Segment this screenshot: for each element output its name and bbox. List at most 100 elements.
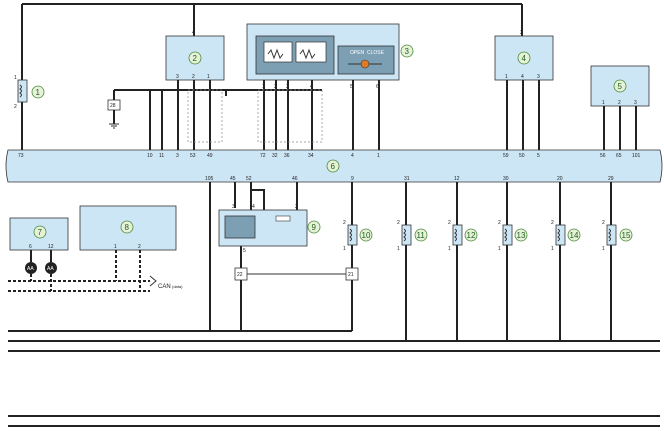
callout-9: 9 bbox=[307, 220, 321, 234]
sensor-pin: 2 bbox=[498, 220, 501, 226]
sensor-pin: 2 bbox=[551, 220, 554, 226]
bus-pin: 3 bbox=[176, 153, 179, 159]
bus-pin: 73 bbox=[18, 153, 24, 159]
sensor-pin: 1 bbox=[343, 246, 346, 252]
sensor-11: 2 1 bbox=[397, 220, 412, 252]
sensor-14: 2 1 bbox=[551, 220, 566, 252]
aa-connector-icon bbox=[25, 262, 37, 274]
module9-pin: 2 bbox=[295, 204, 298, 210]
module3-pins: 1 2 3 4 5 6 bbox=[262, 84, 379, 90]
bus-pin: 31 bbox=[404, 176, 410, 182]
sensor-13: 2 1 bbox=[498, 220, 513, 252]
module9-pin: 3 bbox=[232, 204, 235, 210]
sensor-pin: 1 bbox=[397, 246, 400, 252]
bus-pin: 56 bbox=[600, 153, 606, 159]
sensor-10: 2 1 bbox=[343, 220, 358, 252]
sensor-pin: 2 bbox=[448, 220, 451, 226]
callout-8: 8 bbox=[120, 220, 134, 234]
module4-pin: 3 bbox=[537, 74, 540, 80]
bus-pin: 11 bbox=[159, 153, 164, 159]
module7-pin: 6 bbox=[29, 244, 32, 250]
bus-pin: 10 bbox=[147, 153, 153, 159]
module4-pin: 4 bbox=[521, 74, 524, 80]
sensor-pin: 2 bbox=[397, 220, 400, 226]
svg-text:13: 13 bbox=[517, 231, 526, 240]
bus-pin: 49 bbox=[207, 153, 213, 159]
svg-text:6: 6 bbox=[331, 162, 336, 171]
svg-text:12: 12 bbox=[467, 231, 476, 240]
module8-pin: 2 bbox=[138, 244, 141, 250]
bus-pin: 20 bbox=[557, 176, 563, 182]
callout-6: 6 bbox=[326, 159, 340, 173]
bus-pin: 32 bbox=[272, 153, 278, 159]
callout-10: 10 bbox=[359, 228, 373, 242]
connector-21-label: 21 bbox=[348, 272, 354, 278]
sensor-pin: 2 bbox=[602, 220, 605, 226]
module-9: 3 4 2 5 bbox=[218, 204, 308, 254]
module3-pin: 2 bbox=[274, 84, 277, 90]
module3-pin: 6 bbox=[376, 84, 379, 90]
module8-pin: 1 bbox=[114, 244, 117, 250]
svg-text:3: 3 bbox=[405, 47, 410, 56]
can-bus-lines: CAN (data) bbox=[8, 275, 183, 292]
bus-pin: 30 bbox=[503, 176, 509, 182]
bus-pin: 34 bbox=[308, 153, 314, 159]
callout-3: 3 bbox=[400, 44, 414, 58]
svg-text:5: 5 bbox=[618, 82, 623, 91]
module5-pin: 2 bbox=[618, 100, 621, 106]
svg-text:4: 4 bbox=[522, 54, 527, 63]
connector-21: 21 bbox=[345, 267, 359, 281]
fuse-pin-top: 1 bbox=[14, 75, 17, 81]
aa-label: AA bbox=[47, 266, 54, 272]
svg-text:15: 15 bbox=[622, 231, 631, 240]
bus-pin: 29 bbox=[608, 176, 614, 182]
svg-text:10: 10 bbox=[362, 231, 371, 240]
bus-pin: 59 bbox=[503, 153, 509, 159]
callout-12: 12 bbox=[464, 228, 478, 242]
module3-pin: 1 bbox=[262, 84, 265, 90]
bus-pin: 50 bbox=[519, 153, 525, 159]
upper-wires bbox=[113, 80, 637, 150]
callout-7: 7 bbox=[33, 225, 47, 239]
module5-pin: 1 bbox=[602, 100, 605, 106]
svg-text:7: 7 bbox=[38, 228, 43, 237]
module2-pin: 3 bbox=[176, 74, 179, 80]
sensor-pin: 1 bbox=[602, 246, 605, 252]
svg-text:8: 8 bbox=[125, 223, 130, 232]
module2-pin: 1 bbox=[207, 74, 210, 80]
callout-1: 1 bbox=[31, 85, 45, 99]
fuse-component: 1 2 bbox=[14, 75, 28, 110]
close-label: CLOSE bbox=[367, 50, 385, 56]
module-3-actuator: OPEN CLOSE bbox=[246, 23, 400, 81]
sensor-pin: 1 bbox=[448, 246, 451, 252]
module7-pin: 12 bbox=[48, 244, 54, 250]
bus-pin: 52 bbox=[246, 176, 252, 182]
callout-5: 5 bbox=[613, 79, 627, 93]
bus-pin: 45 bbox=[230, 176, 236, 182]
bus-pin: 4 bbox=[351, 153, 354, 159]
module4-pin-power: 2 bbox=[520, 30, 523, 36]
callout-4: 4 bbox=[517, 51, 531, 65]
bus-pin: 1 bbox=[377, 153, 380, 159]
module5-pin: 3 bbox=[634, 100, 637, 106]
module9-pin: 5 bbox=[243, 248, 246, 254]
connector-22-label: 22 bbox=[237, 272, 243, 278]
svg-text:11: 11 bbox=[417, 231, 426, 240]
module3-pin: 4 bbox=[310, 84, 313, 90]
bus-pin: 12 bbox=[454, 176, 460, 182]
bus-pin: 36 bbox=[284, 153, 290, 159]
can-sub-label: (data) bbox=[172, 284, 183, 289]
sensor-pin: 2 bbox=[343, 220, 346, 226]
connector-28-label: 28 bbox=[110, 103, 116, 109]
module3-pin: 3 bbox=[286, 84, 289, 90]
open-label: OPEN bbox=[350, 50, 365, 56]
callout-13: 13 bbox=[514, 228, 528, 242]
svg-text:14: 14 bbox=[570, 231, 579, 240]
bus-pin: 9 bbox=[351, 176, 354, 182]
aa-connector-icon bbox=[45, 262, 57, 274]
bus-pin: 72 bbox=[260, 153, 266, 159]
module4-pin: 1 bbox=[505, 74, 508, 80]
module-8: 1 2 bbox=[79, 205, 177, 291]
can-label: CAN bbox=[158, 284, 171, 290]
